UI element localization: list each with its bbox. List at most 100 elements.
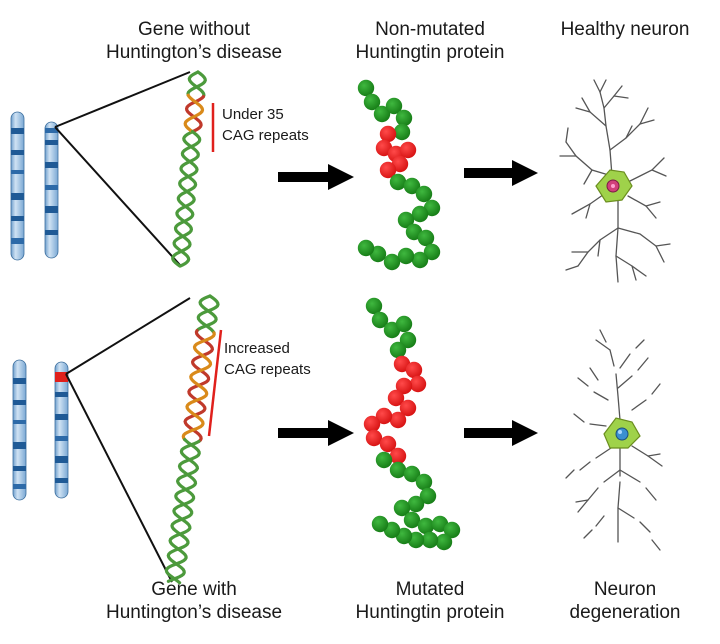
dna-strand-segment [181,331,216,442]
chromosome [12,359,27,501]
dna-strand-segment [172,130,202,268]
cag-repeat-marker [207,329,223,437]
label-line: Healthy neuron [560,19,690,40]
amino-acid-bead-repeat [389,447,407,465]
amino-acid-bead [417,229,435,247]
dna-strand-segment [186,70,207,97]
amino-acid-bead [371,515,389,533]
label-non-mutated-protein: Non-mutated Huntingtin protein [345,18,515,64]
dna-strand-segment [183,93,205,134]
dna-helix-expanded [164,294,220,585]
amino-acid-bead [365,297,383,315]
label-line: CAG repeats [224,361,311,378]
label-under-35-cag: Under 35 CAG repeats [222,104,309,146]
amino-acid-bead [395,315,413,333]
amino-acid-bead [357,79,375,97]
chromosome-pair-bottom [12,359,69,501]
dna-strand-segment [166,438,201,583]
label-line: Gene without [138,19,250,40]
amino-acid-bead [363,93,381,111]
amino-acid-bead [399,331,417,349]
mutation-band [55,372,68,382]
label-line: Under 35 [222,106,284,123]
label-line: degeneration [569,602,681,623]
amino-acid-bead [389,461,407,479]
amino-acid-bead-repeat [399,399,417,417]
protein-chain-normal [357,79,441,271]
label-healthy-neuron: Healthy neuron [540,18,710,41]
chromosome [44,121,59,259]
amino-acid-bead-repeat [375,407,393,425]
amino-acid-bead [397,211,415,229]
amino-acid-bead [357,239,375,257]
label-line: Huntingtin protein [355,42,505,63]
amino-acid-bead [403,465,421,483]
amino-acid-bead [389,173,407,191]
amino-acid-bead-repeat [389,411,407,429]
dna-strand-segment [164,439,201,585]
amino-acid-bead [383,253,401,271]
label-line: Neuron [593,579,657,600]
amino-acid-bead [375,451,393,469]
amino-acid-bead [407,495,425,513]
amino-acid-bead [419,487,437,505]
amino-acid-bead [393,123,411,141]
dna-strand-segment [196,294,220,335]
amino-acid-bead-repeat [379,435,397,453]
amino-acid-bead-repeat [395,377,413,395]
label-line: Mutated [395,579,465,600]
amino-acid-bead [403,177,421,195]
arrow [278,164,354,190]
label-line: Huntingtin protein [355,602,505,623]
amino-acid-bead [385,97,403,115]
chromosome [10,111,25,261]
label-gene-with: Gene with Huntington’s disease [104,578,284,624]
dna-strand-segment [171,130,200,268]
label-line: Huntington’s disease [105,42,283,63]
amino-acid-bead [397,247,415,265]
amino-acid-bead-repeat [379,125,397,143]
label-line: Increased [224,340,290,357]
amino-acid-bead-repeat [363,415,381,433]
label-line: Non-mutated [375,19,485,40]
amino-acid-bead-repeat [409,375,427,393]
dna-helix-normal [171,70,207,268]
amino-acid-bead [393,499,411,517]
label-line: Huntington’s disease [105,602,283,623]
arrow [278,420,354,446]
amino-acid-bead-repeat [365,429,383,447]
arrow [464,160,538,186]
amino-acid-bead [373,105,391,123]
label-mutated-protein: Mutated Huntingtin protein [345,578,515,624]
protein-chain-mutated [363,297,461,551]
healthy-neuron [559,79,671,283]
label-neuron-degeneration: Neuron degeneration [540,578,710,624]
amino-acid-bead [411,251,429,269]
label-line: CAG repeats [222,127,309,144]
dna-strand-segment [187,70,206,99]
amino-acid-bead [415,473,433,491]
amino-acid-bead [371,311,389,329]
amino-acid-bead-repeat [399,141,417,159]
amino-acid-bead-repeat [387,389,405,407]
chromosome [54,361,69,499]
amino-acid-bead [421,531,439,549]
zoom-lines [54,71,191,583]
amino-acid-bead [389,341,407,359]
amino-acid-bead-repeat [379,161,397,179]
amino-acid-bead [435,533,453,551]
label-gene-without: Gene without Huntington’s disease [104,18,284,64]
amino-acid-bead [415,185,433,203]
amino-acid-bead [403,511,421,529]
arrow [464,420,538,446]
degenerating-neuron [565,329,663,551]
chromosome-pair-top [10,111,59,261]
label-line: Gene with [151,579,237,600]
label-increased-cag: Increased CAG repeats [224,338,311,380]
amino-acid-bead [411,205,429,223]
amino-acid-bead [395,109,413,127]
amino-acid-bead [443,521,461,539]
amino-acid-bead [417,517,435,535]
